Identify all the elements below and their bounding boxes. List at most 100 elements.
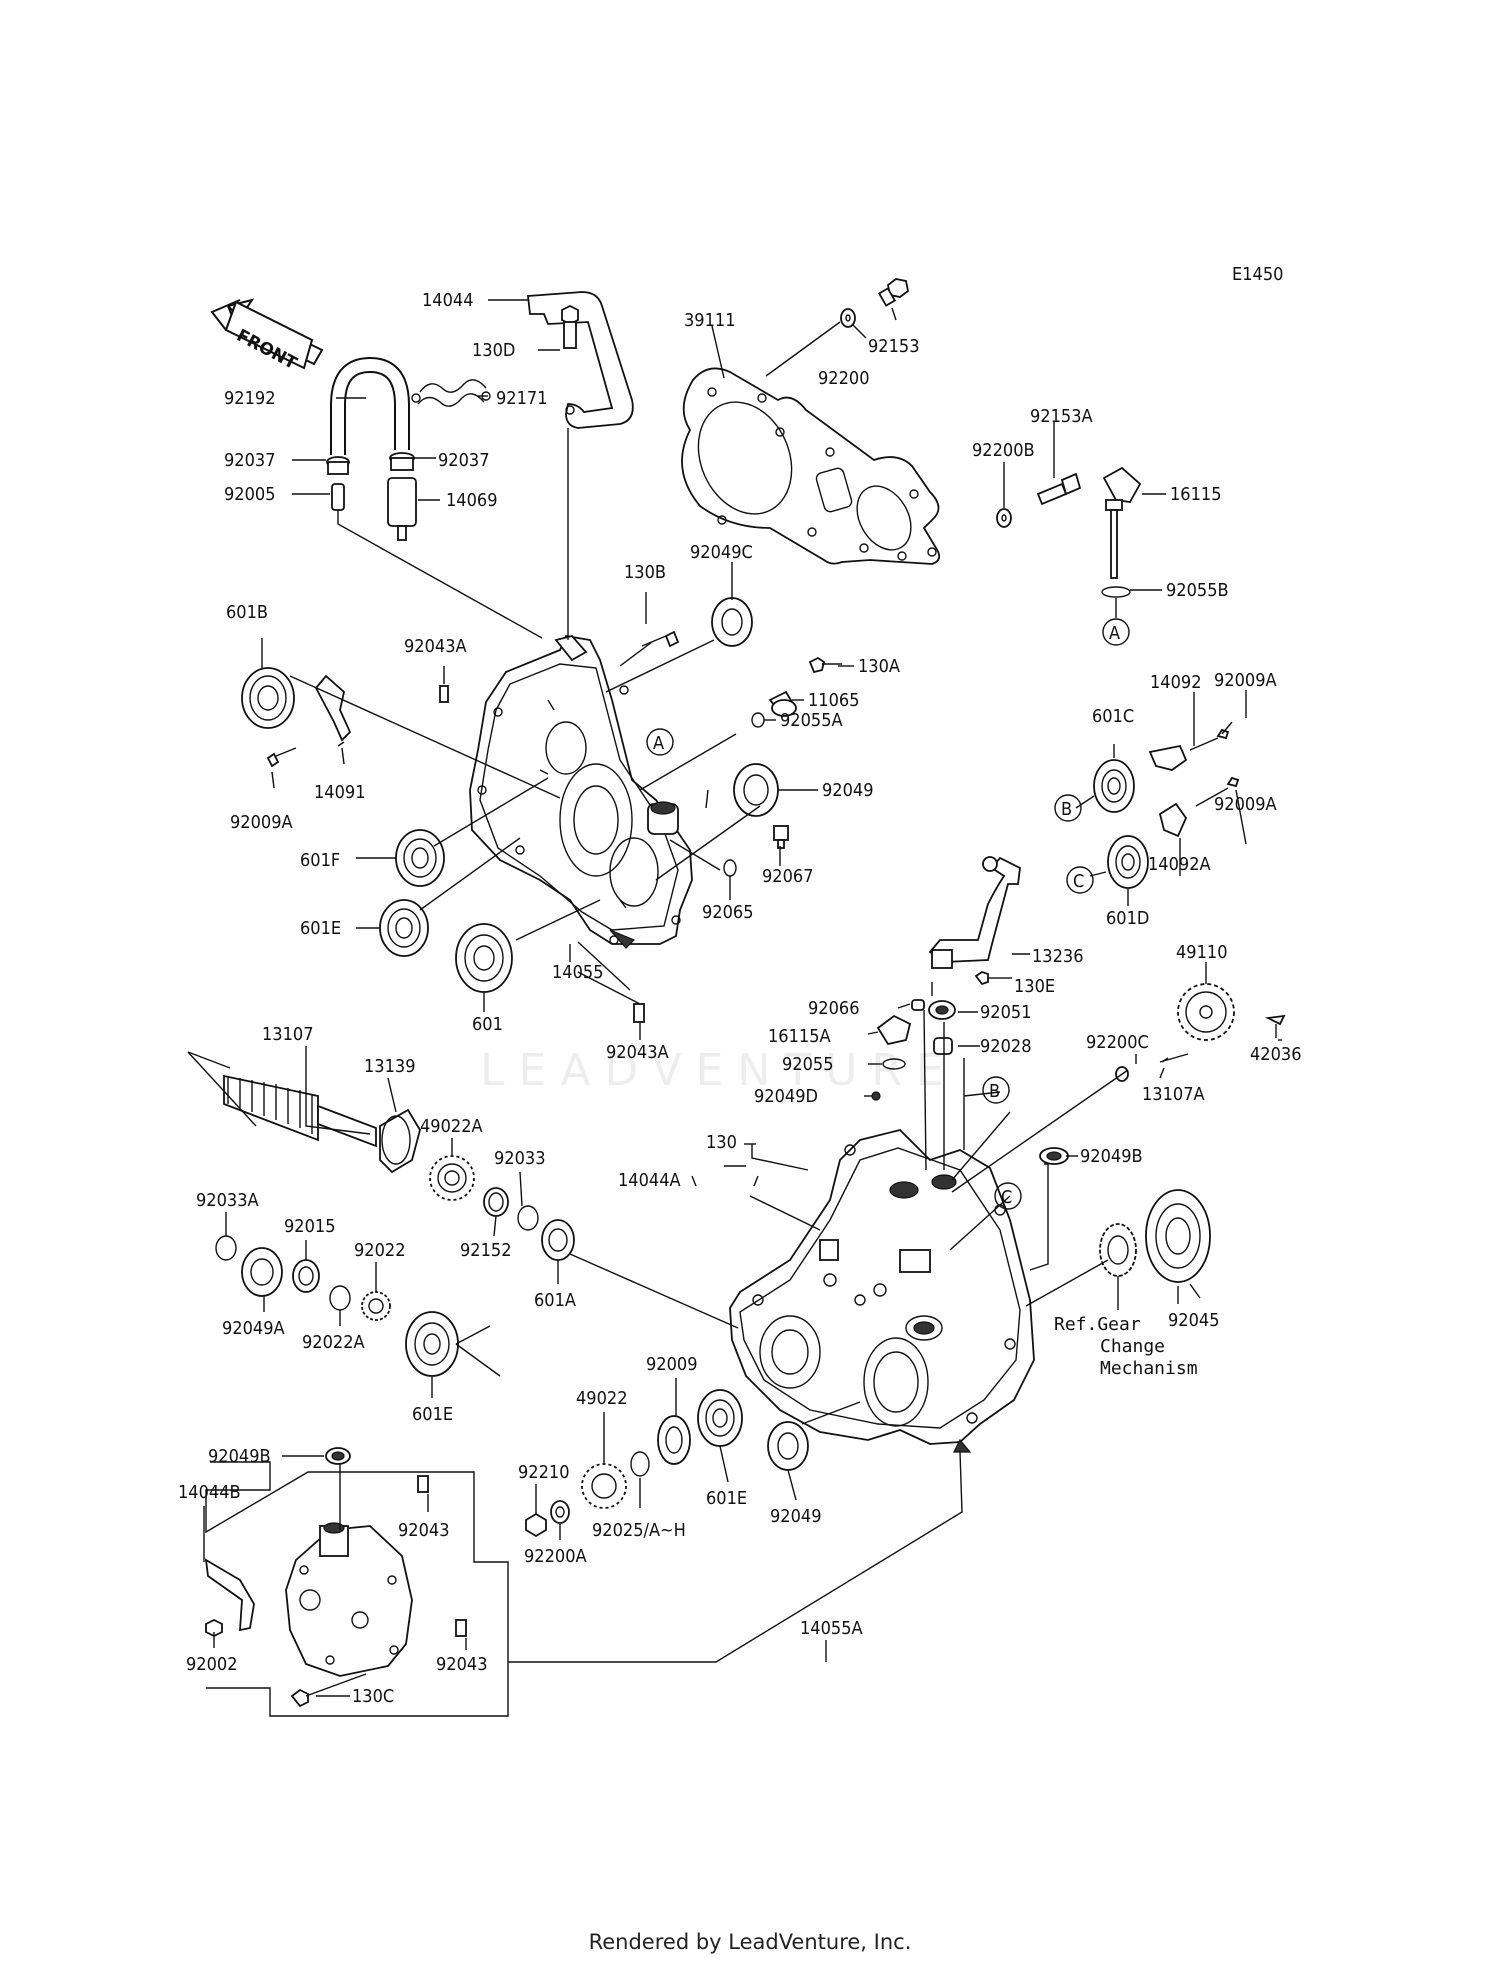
dowel-92043A: [439, 685, 449, 703]
svg-text:A: A: [1109, 623, 1120, 644]
bearing-601E-shaft: [405, 1311, 459, 1377]
clamp-92037-right: [389, 452, 415, 471]
part-label: 92043: [436, 1654, 488, 1675]
part-label: 14092: [1150, 672, 1202, 693]
screw-92009A-lower: [1195, 776, 1240, 807]
part-label: 601E: [412, 1404, 453, 1425]
part-label: 601E: [300, 918, 341, 939]
part-labels: 14044 130D 39111 92200 92153 92192 92171…: [178, 290, 1302, 1707]
cover-housing: [285, 1522, 413, 1677]
bolt-130A: [808, 656, 842, 674]
bearing-601E-lower: [697, 1389, 743, 1447]
dowel-92043-lower: [455, 1619, 467, 1637]
bolt-92002: [205, 1618, 223, 1638]
callout-c-case: C: [994, 1182, 1022, 1210]
part-label: 13139: [364, 1056, 416, 1077]
gear-49110: [1177, 983, 1235, 1041]
callout-a-dipstick: A: [1102, 618, 1130, 646]
seal-92049C: [711, 597, 753, 647]
part-label: 49022: [576, 1388, 628, 1409]
washer-92022: [361, 1291, 391, 1321]
part-label: 92200B: [972, 440, 1035, 461]
part-label: 14069: [446, 490, 498, 511]
part-label: 92043: [398, 1520, 450, 1541]
bolt-92153: [877, 278, 909, 307]
part-label: 14092A: [1148, 854, 1211, 875]
part-label: 92025/A~H: [592, 1520, 686, 1541]
part-label: 14055A: [800, 1618, 863, 1639]
dipstick-16115: [1102, 466, 1142, 579]
part-label: 92049: [822, 780, 874, 801]
gear-change-hub: [1099, 1223, 1137, 1277]
part-label: 130B: [624, 562, 666, 583]
part-label: 601F: [300, 850, 340, 871]
cap-16115A: [876, 1014, 912, 1046]
bolt-130E: [974, 971, 1004, 986]
washer-92200B: [996, 508, 1012, 528]
shaft-13107: [223, 1074, 377, 1148]
crankcase-left-14055: [469, 634, 693, 949]
part-label: 92037: [224, 450, 276, 471]
gasket-39111: [681, 367, 941, 565]
part-label: 16115: [1170, 484, 1222, 505]
part-label: 11065: [808, 690, 860, 711]
washer-92152: [483, 1187, 509, 1217]
plug-92067: [773, 825, 789, 849]
part-label: 14044B: [178, 1482, 241, 1503]
plate-14092A: [1158, 802, 1188, 838]
seal-92049B-bottom: [325, 1447, 351, 1465]
svg-text:Ref.Gear: Ref.Gear: [1054, 1314, 1141, 1335]
part-label: 601D: [1106, 908, 1149, 929]
seal-92051: [928, 1000, 956, 1020]
callout-b-case: B: [982, 1076, 1010, 1104]
breather-hose: [330, 356, 410, 455]
part-label: 92192: [224, 388, 276, 409]
part-label: 92210: [518, 1462, 570, 1483]
seal-92049A: [241, 1247, 283, 1297]
callout-a-upper: A: [646, 728, 674, 756]
bearing-601A: [541, 1219, 575, 1261]
bolt-130B: [641, 630, 680, 648]
cap-92066: [911, 999, 925, 1011]
bearing-601E-upper: [379, 899, 429, 957]
part-label: 92153A: [1030, 406, 1093, 427]
part-label: 14055: [552, 962, 604, 983]
svg-text:Mechanism: Mechanism: [1100, 1358, 1198, 1379]
watermark: LEADVENTURE: [480, 1045, 958, 1096]
part-label: 92009: [646, 1354, 698, 1375]
clamp-92037-left: [326, 456, 350, 475]
part-label: 92049C: [690, 542, 753, 563]
bearing-601B: [241, 667, 295, 729]
bracket-14044B: [204, 1558, 255, 1632]
part-label: 14044A: [618, 1170, 681, 1191]
plate-14092: [1148, 744, 1188, 771]
callout-b-left: B: [1054, 794, 1082, 822]
part-label: 49022A: [420, 1116, 483, 1137]
screw-92009A-left: [266, 747, 297, 768]
part-label: 92055B: [1166, 580, 1229, 601]
part-label: 92049B: [208, 1446, 271, 1467]
part-label: 92152: [460, 1240, 512, 1261]
part-label: 92065: [702, 902, 754, 923]
lever-13236: [928, 856, 1021, 969]
nut-92210: [525, 1512, 547, 1538]
part-label: 92051: [980, 1002, 1032, 1023]
ring-92022A: [329, 1285, 351, 1311]
part-label: 130A: [858, 656, 900, 677]
part-label: 92049: [770, 1506, 822, 1527]
bearing-601: [455, 923, 513, 993]
svg-text:B: B: [989, 1081, 1000, 1102]
svg-text:C: C: [1001, 1187, 1012, 1208]
part-label: 92043A: [606, 1042, 669, 1063]
part-label: 92022: [354, 1240, 406, 1261]
svg-text:Change: Change: [1100, 1336, 1165, 1357]
part-label: 92002: [186, 1654, 238, 1675]
screw-92009A-upper: [1189, 728, 1230, 751]
bracket-14091: [314, 674, 352, 742]
part-label: 92037: [438, 450, 490, 471]
bracket-14044: [527, 291, 634, 429]
filter-14069: [387, 477, 417, 541]
bolt-92153A: [1036, 472, 1082, 506]
part-label: 92028: [980, 1036, 1032, 1057]
